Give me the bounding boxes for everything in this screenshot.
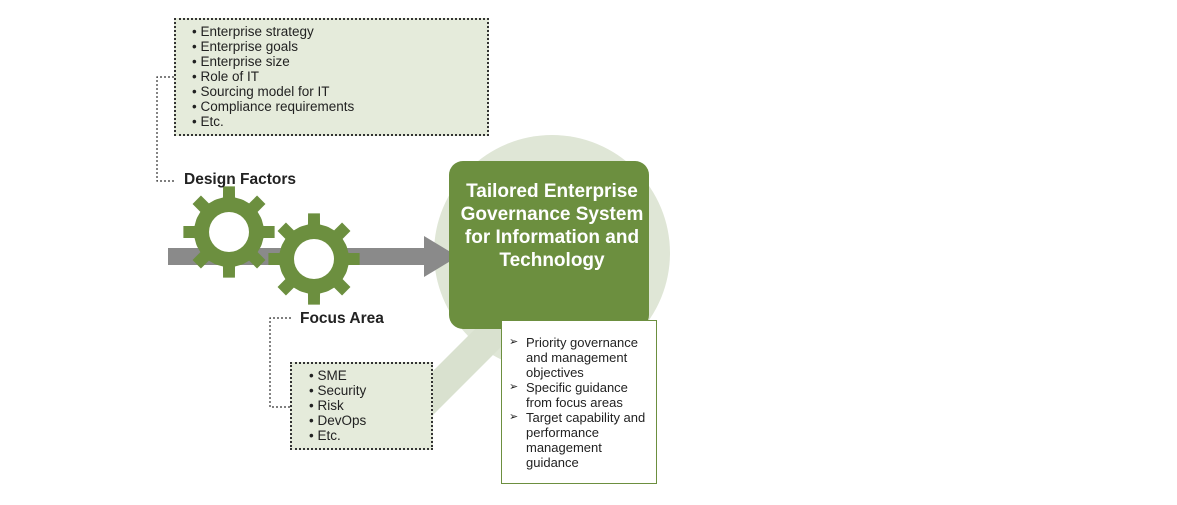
gear-hole — [294, 239, 334, 279]
list-item: Target capability and performance manage… — [509, 410, 652, 470]
list-item: Compliance requirements — [192, 99, 487, 114]
design-factors-box: Enterprise strategy Enterprise goals Ent… — [174, 18, 489, 136]
list-item: Sourcing model for IT — [192, 84, 487, 99]
list-item: Specific guidance from focus areas — [509, 380, 652, 410]
list-item: Etc. — [309, 428, 431, 443]
focus-area-box: SME Security Risk DevOps Etc. — [290, 362, 433, 450]
governance-system-box — [449, 161, 649, 329]
design-factors-list: Enterprise strategy Enterprise goals Ent… — [192, 24, 487, 129]
arrow-right-icon — [424, 236, 458, 277]
outcomes-list: Priority governance and management objec… — [509, 335, 652, 470]
focus-area-list: SME Security Risk DevOps Etc. — [309, 368, 431, 443]
list-item: Etc. — [192, 114, 487, 129]
design-factors-connector — [156, 76, 176, 182]
list-item: Enterprise size — [192, 54, 487, 69]
list-item: DevOps — [309, 413, 431, 428]
gear-icon-focus-area — [268, 213, 360, 305]
design-factors-label: Design Factors — [184, 171, 296, 188]
list-item: Priority governance and management objec… — [509, 335, 652, 380]
magnifier-handle-icon — [408, 312, 514, 418]
focus-area-connector — [269, 317, 291, 408]
list-item: Security — [309, 383, 431, 398]
list-item: Enterprise strategy — [192, 24, 487, 39]
governance-system-title: Tailored Enterprise Governance System fo… — [460, 181, 644, 271]
list-item: Risk — [309, 398, 431, 413]
gear-icon-design-factors — [183, 186, 275, 278]
gear-hole — [209, 212, 249, 252]
outcomes-box: Priority governance and management objec… — [501, 320, 657, 484]
list-item: Enterprise goals — [192, 39, 487, 54]
list-item: Role of IT — [192, 69, 487, 84]
list-item: SME — [309, 368, 431, 383]
focus-area-label: Focus Area — [300, 310, 384, 327]
